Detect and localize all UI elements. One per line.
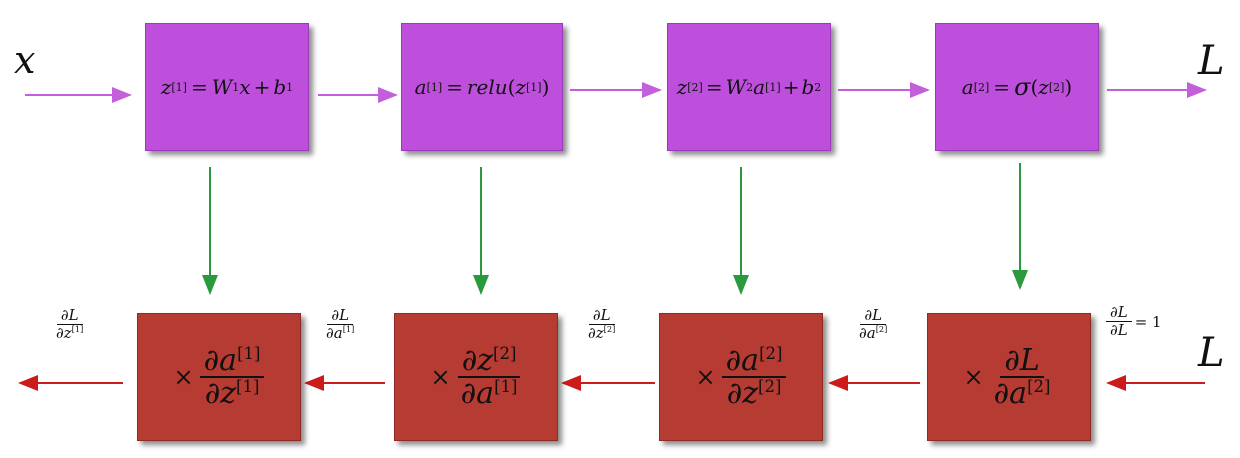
loss-label-bottom: L (1198, 330, 1225, 376)
backward-box-dz2-da1: × ∂z[2] ∂a[1] (394, 313, 558, 441)
gradient-label-dl-dl: ∂L ∂L = 1 (1106, 304, 1162, 339)
backward-box-da2-dz2: × ∂a[2] ∂z[2] (659, 313, 823, 441)
backward-box-da1-dz1: × ∂a[1] ∂z[1] (137, 313, 301, 441)
gradient-label-dl-da2: ∂L ∂a[2] (859, 306, 888, 342)
gradient-label-dl-dz1: ∂L ∂z[1] (56, 306, 84, 342)
forward-box-sigmoid: a[2] = σ(z[2]) (935, 23, 1099, 151)
gradient-label-equals-one: = 1 (1134, 312, 1162, 331)
forward-box-relu: a[1] = relu(z[1]) (401, 23, 563, 151)
backward-box-dl-da2: × ∂L ∂a[2] (927, 313, 1091, 441)
gradient-label-dl-da1: ∂L ∂a[1] (326, 306, 355, 342)
loss-label-top: L (1198, 38, 1225, 84)
input-label-x: x (14, 38, 36, 82)
gradient-label-dl-dz2: ∂L ∂z[2] (588, 306, 616, 342)
